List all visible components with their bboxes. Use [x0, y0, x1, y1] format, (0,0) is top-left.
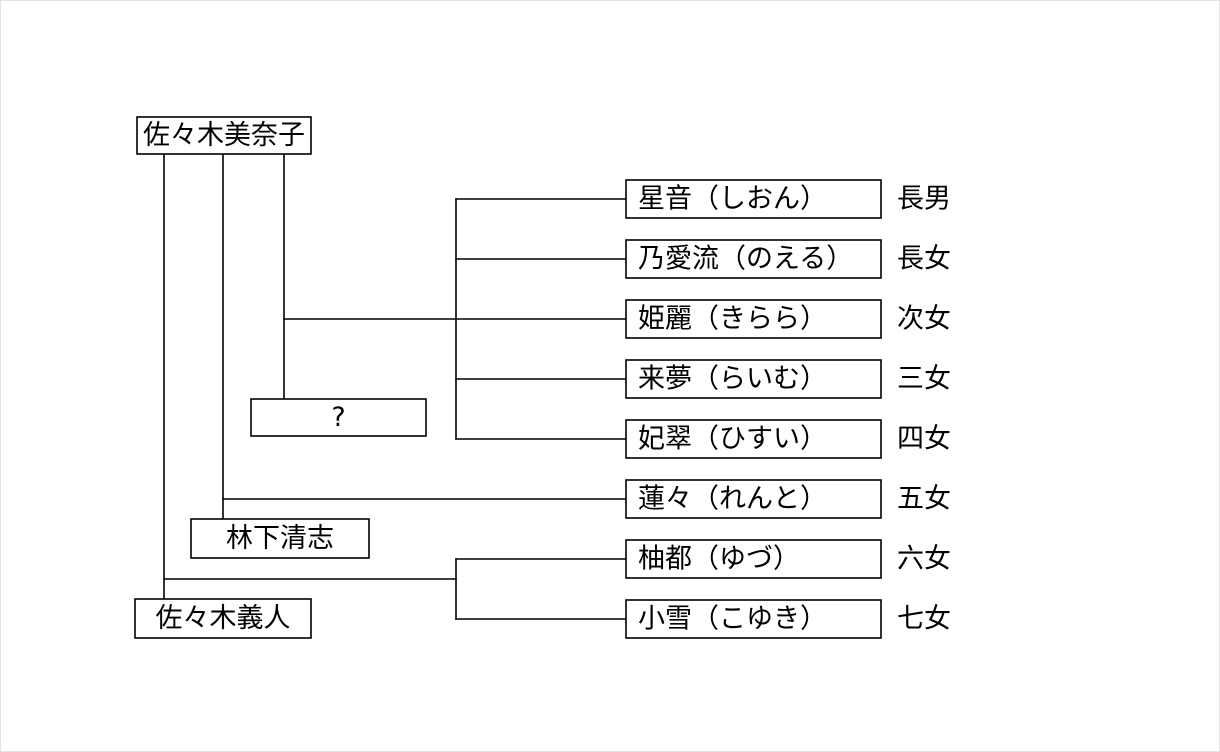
child-box-7[interactable]: [625, 539, 882, 579]
child-name-5: 妃翠（ひすい）: [638, 424, 827, 455]
child-box-3[interactable]: [625, 299, 882, 339]
child-box-8[interactable]: [625, 599, 882, 639]
parent-box-mother[interactable]: [136, 116, 312, 155]
child-rank-8: 七女: [897, 604, 951, 635]
child-rank-2: 長女: [897, 244, 951, 275]
child-name-1: 星音（しおん）: [638, 184, 827, 215]
parent-name-father-sasaki: 佐々木義人: [156, 603, 291, 634]
child-box-2[interactable]: [625, 239, 882, 279]
child-rank-3: 次女: [897, 304, 951, 335]
child-name-4: 来夢（らいむ）: [638, 364, 827, 395]
child-name-2: 乃愛流（のえる）: [638, 244, 853, 275]
parent-name-father-hayashishita: 林下清志: [226, 523, 334, 554]
child-name-7: 柚都（ゆづ）: [638, 544, 800, 575]
child-box-6[interactable]: [625, 479, 882, 519]
child-rank-4: 三女: [897, 364, 951, 395]
child-box-1[interactable]: [625, 179, 882, 219]
child-name-6: 蓮々（れんと）: [638, 484, 827, 515]
child-box-4[interactable]: [625, 359, 882, 399]
child-rank-6: 五女: [897, 484, 951, 515]
child-name-8: 小雪（こゆき）: [638, 604, 827, 635]
child-rank-1: 長男: [897, 184, 951, 215]
parent-box-unknown-father[interactable]: [250, 398, 427, 437]
parent-name-unknown-father: ?: [331, 402, 345, 433]
parent-box-father-sasaki[interactable]: [134, 598, 312, 639]
child-rank-5: 四女: [897, 424, 951, 455]
child-name-3: 姫麗（きらら）: [638, 304, 827, 335]
parent-box-father-hayashishita[interactable]: [190, 518, 370, 559]
child-rank-7: 六女: [897, 544, 951, 575]
child-box-5[interactable]: [625, 419, 882, 459]
parent-name-mother: 佐々木美奈子: [143, 120, 305, 151]
